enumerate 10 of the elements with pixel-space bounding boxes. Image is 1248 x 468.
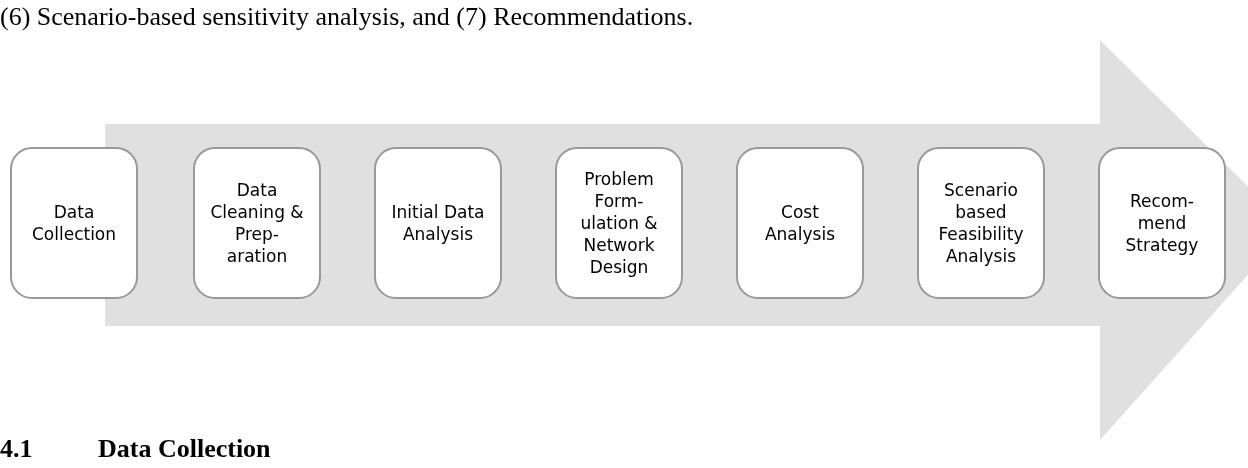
process-box: Problem Form- ulation & Network Design: [555, 147, 683, 299]
process-box: Scenario based Feasibility Analysis: [917, 147, 1045, 299]
process-box: Initial Data Analysis: [374, 147, 502, 299]
section-heading: Data Collection: [98, 434, 271, 464]
process-box: Recom- mend Strategy: [1098, 147, 1226, 299]
process-box: Data Collection: [10, 147, 138, 299]
intro-text: (6) Scenario-based sensitivity analysis, and (7) Recommendations.: [0, 2, 694, 32]
section-number: 4.1: [0, 434, 33, 464]
process-box: Data Cleaning & Prep- aration: [193, 147, 321, 299]
process-box: Cost Analysis: [736, 147, 864, 299]
